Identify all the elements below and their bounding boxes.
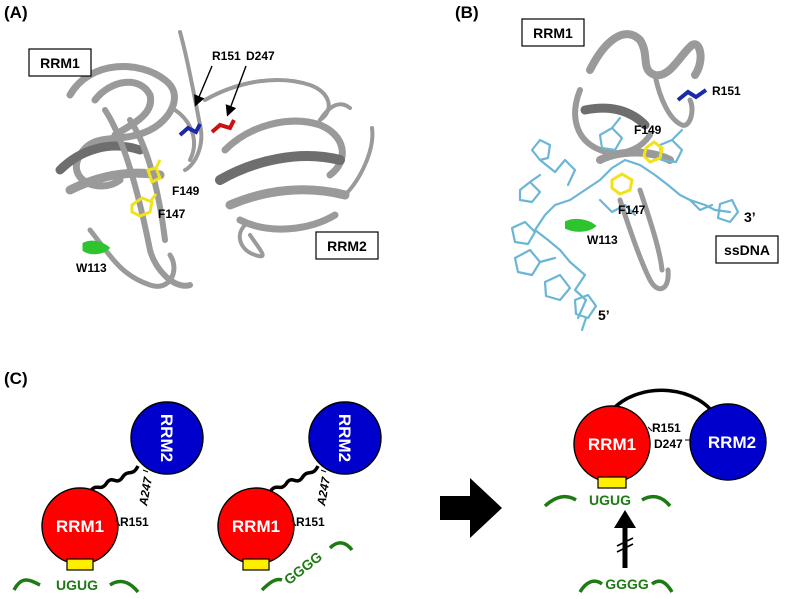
panel-a-rrm2-ribbon xyxy=(203,78,375,259)
state2-r151-label: R151 xyxy=(296,515,325,529)
blocked-arrow-slash-2 xyxy=(616,543,634,553)
panel-b-five-prime: 5’ xyxy=(598,307,610,323)
panel-a-w113-label: W113 xyxy=(76,261,107,275)
state3-bound-rna-label: UGUG xyxy=(589,492,631,508)
state1-rrm1-label: RRM1 xyxy=(56,517,104,536)
panel-b-w113-label: W113 xyxy=(587,233,618,247)
panel-c: (C) RRM2 RRM1 R151 A247 UGUG RRM2 RRM1 xyxy=(4,369,767,594)
state3-d247-label: D247 xyxy=(654,437,683,451)
state2-rna-label: GGGG xyxy=(281,548,325,587)
panel-a-r151-label: R151 xyxy=(212,49,241,63)
panel-a-r151-arrow xyxy=(194,65,213,107)
panel-a-rrm1-label: RRM1 xyxy=(40,55,80,71)
panel-b-label: (B) xyxy=(455,3,479,22)
state3-rrm2-label: RRM2 xyxy=(708,433,756,452)
panel-b-f147-sidechain xyxy=(610,172,634,196)
blocked-arrow-slash-1 xyxy=(616,537,634,547)
state1-rna-left-tail xyxy=(12,578,41,591)
panel-a-rrm1-box xyxy=(28,48,92,77)
state3-free-rna-left-tail xyxy=(578,579,604,593)
state1: RRM2 RRM1 R151 A247 UGUG xyxy=(12,401,204,594)
state2-linker xyxy=(268,465,320,494)
state1-r151-tick xyxy=(115,519,121,527)
panel-b-ssdna-box xyxy=(715,235,779,264)
panel-c-label: (C) xyxy=(4,369,28,388)
state3: RRM1 RRM2 R151 D247 UGUG GGGG xyxy=(543,388,767,593)
state3-free-rna-right-tail xyxy=(650,579,674,593)
state3-rna-right-tail xyxy=(641,494,672,508)
state2-a247-tick xyxy=(320,469,327,473)
panel-b-rrm1-ribbon xyxy=(572,30,705,292)
panel-b-ssdna-sticks xyxy=(510,116,740,332)
state3-free-rna-label: GGGG xyxy=(605,576,649,592)
panel-a-rrm2-label: RRM2 xyxy=(327,238,367,254)
state1-a247-tick xyxy=(142,469,149,473)
state3-rrm2-domain xyxy=(689,403,767,481)
panel-b-r151-label: R151 xyxy=(712,84,741,98)
state2-rna-left-tail xyxy=(260,577,283,592)
state1-rna-right-tail xyxy=(108,579,140,594)
state3-r151-label: R151 xyxy=(652,421,681,435)
state3-rrm1-label: RRM1 xyxy=(588,435,636,454)
panel-a-d247-arrow xyxy=(225,65,247,117)
panel-a-label: (A) xyxy=(4,3,28,22)
panel-a-r151-sidechain xyxy=(178,123,202,137)
panel-b-w113-sidechain xyxy=(565,218,597,232)
panel-a-d247-label: D247 xyxy=(246,49,275,63)
panel-a-w113-sidechain xyxy=(82,240,111,255)
panel-b-three-prime: 3’ xyxy=(744,209,756,225)
panel-b-f149-sidechain xyxy=(642,140,664,164)
panel-b-rrm1-label: RRM1 xyxy=(533,25,573,41)
state1-rrm2-label: RRM2 xyxy=(157,414,176,462)
panel-b-f149-label: F149 xyxy=(634,123,662,137)
panel-b-f147-label: F147 xyxy=(618,203,646,217)
state1-rrm2-domain xyxy=(130,401,204,475)
state2-rrm2-domain xyxy=(308,401,382,475)
panel-b-ssdna-label: ssDNA xyxy=(724,242,770,258)
state3-binding-site xyxy=(597,476,627,489)
blocked-arrow-head xyxy=(614,510,636,528)
transition-arrow xyxy=(440,478,502,538)
state2-rrm1-label: RRM1 xyxy=(232,517,280,536)
panel-a-f149-sidechain xyxy=(146,159,162,185)
state2-rna-right-tail xyxy=(328,541,354,552)
state2-rrm2-label: RRM2 xyxy=(335,414,354,462)
state2-binding-site xyxy=(242,558,270,571)
state2-a247-label: A247 xyxy=(314,475,333,508)
state1-r151-label: R151 xyxy=(120,515,149,529)
panel-a-f147-sidechain xyxy=(130,193,158,218)
panel-a-d247-sidechain xyxy=(210,119,236,134)
panel-b-r151-sidechain xyxy=(676,88,708,102)
state1-a247-label: A247 xyxy=(136,475,155,508)
state3-r151-tick xyxy=(647,426,653,432)
state2: RRM2 RRM1 R151 A247 GGGG xyxy=(217,401,382,592)
state1-linker xyxy=(88,465,140,494)
panel-b: (B) xyxy=(455,3,779,332)
state3-rna-left-tail xyxy=(543,494,577,508)
state2-r151-tick xyxy=(291,519,297,527)
panel-a-rrm2-box xyxy=(315,231,379,260)
panel-a-f147-label: F147 xyxy=(158,207,186,221)
panel-a-f149-label: F149 xyxy=(172,184,200,198)
panel-b-rrm1-box xyxy=(521,18,585,47)
state1-rna-label: UGUG xyxy=(56,577,98,593)
state1-binding-site xyxy=(66,558,94,571)
panel-a: (A) xyxy=(4,3,379,289)
